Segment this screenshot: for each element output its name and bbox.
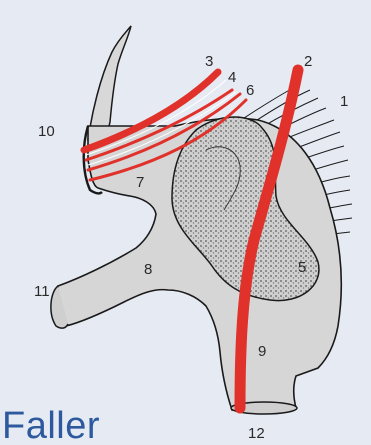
label-10: 10 bbox=[38, 123, 55, 140]
label-2: 2 bbox=[304, 53, 312, 70]
label-6: 6 bbox=[246, 82, 254, 99]
label-8: 8 bbox=[144, 261, 152, 278]
label-12: 12 bbox=[248, 425, 265, 442]
label-3: 3 bbox=[205, 53, 213, 70]
label-9: 9 bbox=[258, 343, 266, 360]
label-5: 5 bbox=[298, 259, 306, 276]
label-4: 4 bbox=[228, 69, 236, 86]
hook-structure bbox=[88, 26, 131, 142]
label-1: 1 bbox=[340, 93, 348, 110]
label-7: 7 bbox=[136, 174, 144, 191]
credit-text: Faller bbox=[2, 404, 100, 445]
label-11: 11 bbox=[34, 283, 50, 300]
